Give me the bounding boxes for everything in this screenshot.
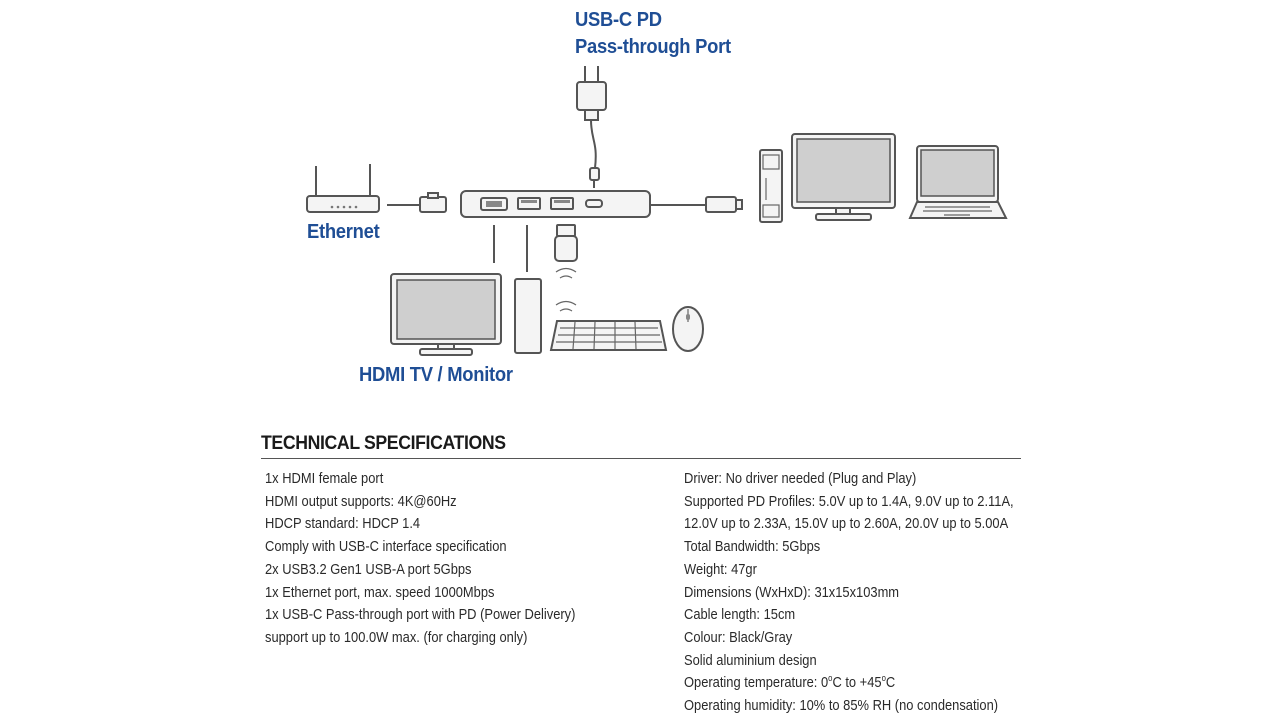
spec-item-temperature: Operating temperature: 0oC to +45oC	[684, 672, 1014, 695]
temp-prefix: Operating temperature: 0	[684, 674, 829, 692]
hdmi-monitor-callout: HDMI TV / Monitor	[359, 364, 513, 386]
ethernet-callout: Ethernet	[307, 221, 380, 243]
spec-item: support up to 100.0W max. (for charging …	[265, 628, 528, 646]
temp-suffix: C	[885, 674, 896, 692]
mouse-icon	[672, 306, 704, 352]
specs-left-column: 1x HDMI female port HDMI output supports…	[265, 468, 626, 650]
temp-degree-1: o	[828, 673, 833, 684]
usb-c-cable-icon	[650, 196, 743, 213]
spec-item: Solid aluminium design	[684, 651, 817, 669]
spec-item: Driver: No driver needed (Plug and Play)	[684, 470, 917, 487]
usb-c-hub-icon	[460, 190, 651, 218]
spec-item: 1x HDMI female port	[265, 470, 384, 487]
power-adapter-icon	[576, 66, 607, 188]
wireless-signal-icon	[555, 300, 577, 312]
spec-item-humidity: Operating humidity: 10% to 85% RH (no co…	[684, 697, 999, 715]
spec-item: 1x USB-C Pass-through port with PD (Powe…	[265, 606, 576, 624]
hdmi-monitor-icon	[390, 273, 502, 356]
specs-right-column: Driver: No driver needed (Plug and Play)…	[684, 468, 1067, 718]
usb-c-pd-callout-line1: USB-C PD	[575, 9, 662, 31]
spec-item: Dimensions (WxHxD): 31x15x103mm	[684, 583, 900, 601]
router-icon	[306, 164, 380, 213]
spec-item: 2x USB3.2 Gen1 USB-A port 5Gbps	[265, 560, 472, 578]
desktop-monitor-icon	[791, 133, 896, 221]
usb-drive-icon	[514, 278, 542, 354]
temp-degree-2: o	[881, 673, 886, 684]
usb-c-pd-callout-line2: Pass-through Port	[575, 36, 731, 58]
spec-item: Colour: Black/Gray	[684, 628, 793, 646]
spec-item: Weight: 47gr	[684, 560, 757, 578]
usb-c-pd-callout: USB-C PD Pass-through Port	[575, 7, 731, 61]
spec-item: Supported PD Profiles: 5.0V up to 1.4A, …	[684, 492, 1014, 510]
ethernet-cable-icon	[387, 192, 447, 213]
spec-item: 12.0V up to 2.33A, 15.0V up to 2.60A, 20…	[684, 515, 1009, 533]
spec-item: 1x Ethernet port, max. speed 1000Mbps	[265, 583, 495, 601]
specs-heading: TECHNICAL SPECIFICATIONS	[261, 433, 1021, 459]
keyboard-icon	[549, 320, 668, 351]
spec-item: Cable length: 15cm	[684, 606, 796, 624]
spec-item: Total Bandwidth: 5Gbps	[684, 538, 821, 556]
desktop-tower-icon	[759, 149, 783, 223]
spec-item: Comply with USB-C interface specificatio…	[265, 538, 507, 556]
connection-diagram	[306, 66, 1008, 356]
temp-mid: C to +45	[832, 674, 882, 692]
spec-item: HDCP standard: HDCP 1.4	[265, 515, 421, 533]
laptop-icon	[908, 145, 1008, 219]
wireless-dongle-icon	[554, 224, 578, 279]
specs-heading-text: TECHNICAL SPECIFICATIONS	[261, 433, 506, 454]
spec-item: HDMI output supports: 4K@60Hz	[265, 492, 457, 510]
